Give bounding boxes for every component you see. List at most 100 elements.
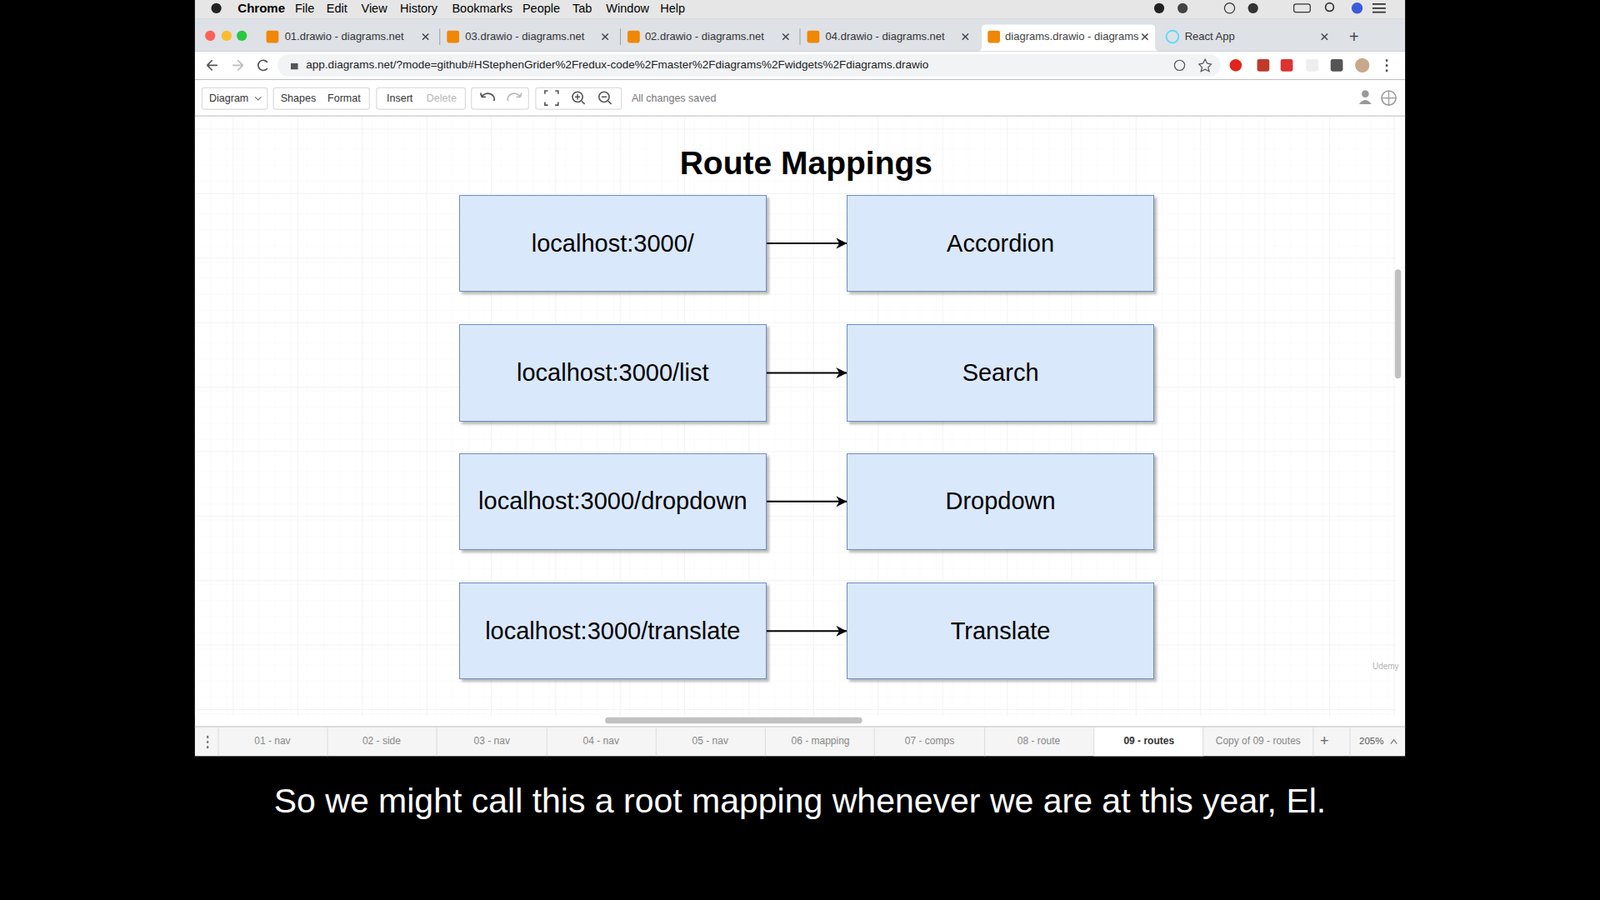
redo-icon [507,92,521,101]
extension-icon [1257,59,1270,72]
box-label: Translate [950,617,1051,645]
close-icon [782,33,789,40]
toolbar-groups [201,87,621,110]
vertical-scrollbar [1395,269,1401,379]
dropdown-caret [255,96,261,100]
process-box: Accordion [846,195,1155,292]
ui-label: app.diagrams.net/?mode=github#HStephenGr… [305,59,929,73]
box-label: localhost:3000/translate [485,617,740,645]
close-icon [601,33,608,40]
zoom-in-icon [575,94,585,105]
toolbar [195,80,1405,117]
zoom-light [236,30,247,41]
zoom-caret [1390,740,1397,745]
box-label: localhost:3000/list [516,359,710,387]
fit-icon [545,90,559,105]
ui-label: Delete [426,91,457,104]
ui-label: Udemy [1372,661,1400,672]
favicon [627,30,640,44]
active-tab [977,24,1160,51]
ui-label: + [1349,27,1360,47]
globe-icon [1381,90,1396,105]
process-box: localhost:3000/ [459,195,767,292]
ui-label: View [360,0,387,15]
ui-label: 01.drawio - diagrams.net [285,30,405,44]
arrow-connector [766,242,848,245]
favicon [266,30,280,44]
extension-icon [1280,59,1294,72]
close-icon [962,33,969,40]
zoom-out-icon [601,96,612,105]
ui-label: 03 - nav [474,735,510,748]
ui-label: Edit [326,0,348,15]
ui-label: React App [1185,30,1235,44]
arrow-connector [766,630,848,632]
globe-icon [1381,90,1396,105]
box-label: Search [962,359,1040,387]
ui-label: Window [605,0,650,15]
user-icon [1361,90,1370,98]
status-icon [1177,3,1188,14]
ui-label: 09 - routes [1123,735,1175,748]
menu-icon [1372,4,1386,13]
box-label: localhost:3000/dropdown [478,487,747,515]
ui-label: History [400,0,438,15]
lock-icon [290,63,299,70]
page-tab-dividers [218,727,1350,756]
process-box: Translate [846,582,1155,680]
profile-icon [1355,58,1370,73]
ui-label: 04.drawio - diagrams.net [825,30,945,44]
horizontal-scrollbar [605,717,863,724]
process-box: localhost:3000/dropdown [459,453,767,550]
user-icon [1359,100,1372,105]
search-icon [1325,3,1335,12]
status-icon [1154,3,1165,14]
minimise-light [221,30,232,41]
ui-label: 03.drawio - diagrams.net [465,30,585,44]
toolbar-group [376,87,466,110]
close-icon [422,33,429,40]
process-box: Search [846,324,1155,421]
status-icon [1224,3,1235,14]
status-icons [1154,2,1386,14]
ui-label: diagrams.drawio - diagrams [1005,30,1139,44]
active-page-tab [1094,727,1204,756]
tab-dividers [440,28,800,45]
ui-label: Bookmarks [451,0,513,15]
grid-minor [195,116,1396,717]
box-label: localhost:3000/ [531,230,695,258]
page-tab-border [195,726,1405,728]
process-box: Dropdown [846,453,1155,550]
ui-label: People [522,0,560,15]
ui-label: 205% [1359,736,1384,748]
tab-divider [440,28,800,45]
ui-label: 02.drawio - diagrams.net [645,30,765,44]
ui-label: Tab [572,0,592,15]
siri-icon [1351,2,1363,14]
ui-label: 04 - nav [583,735,620,748]
toolbar-group [535,87,622,110]
menu-bar [195,0,1405,19]
favicon [446,30,460,44]
ui-label: 07 - comps [905,735,955,748]
extension-icon [1230,59,1243,72]
back-icon [207,60,218,70]
ui-label: Chrome [237,0,285,15]
arrow-connector [766,500,848,503]
undo-icon [480,92,495,101]
ui-label: Help [660,0,685,15]
ui-label: + [1320,732,1330,750]
apple-logo [210,3,221,14]
extension-icon [1305,59,1319,72]
ui-label: Format [327,91,361,104]
address-row [195,50,1405,80]
ui-label: 06 - mapping [790,735,850,748]
process-box: localhost:3000/list [459,324,767,421]
ui-label: Shapes [280,91,316,104]
process-box: localhost:3000/translate [459,582,767,680]
ui-label: 05 - nav [692,735,729,748]
box-label: Dropdown [945,487,1056,515]
